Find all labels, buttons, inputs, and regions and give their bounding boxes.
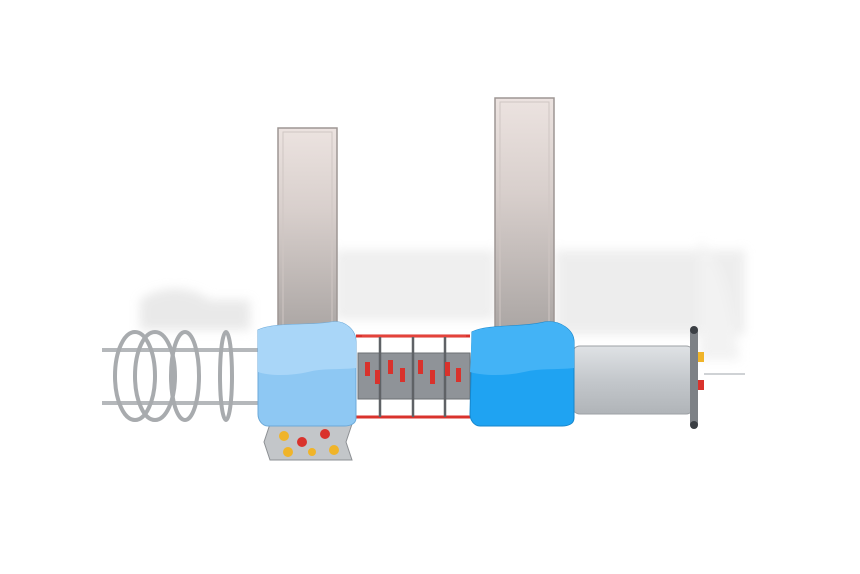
tower-right	[469, 321, 575, 427]
shadows	[140, 240, 745, 360]
slide-right	[494, 97, 555, 337]
slide-left	[277, 127, 338, 337]
bridge-rungs	[365, 360, 461, 384]
climbing-wall	[263, 423, 353, 461]
rope-bridge	[356, 334, 471, 419]
tower-left	[257, 321, 357, 427]
spiral-climber	[102, 330, 258, 422]
